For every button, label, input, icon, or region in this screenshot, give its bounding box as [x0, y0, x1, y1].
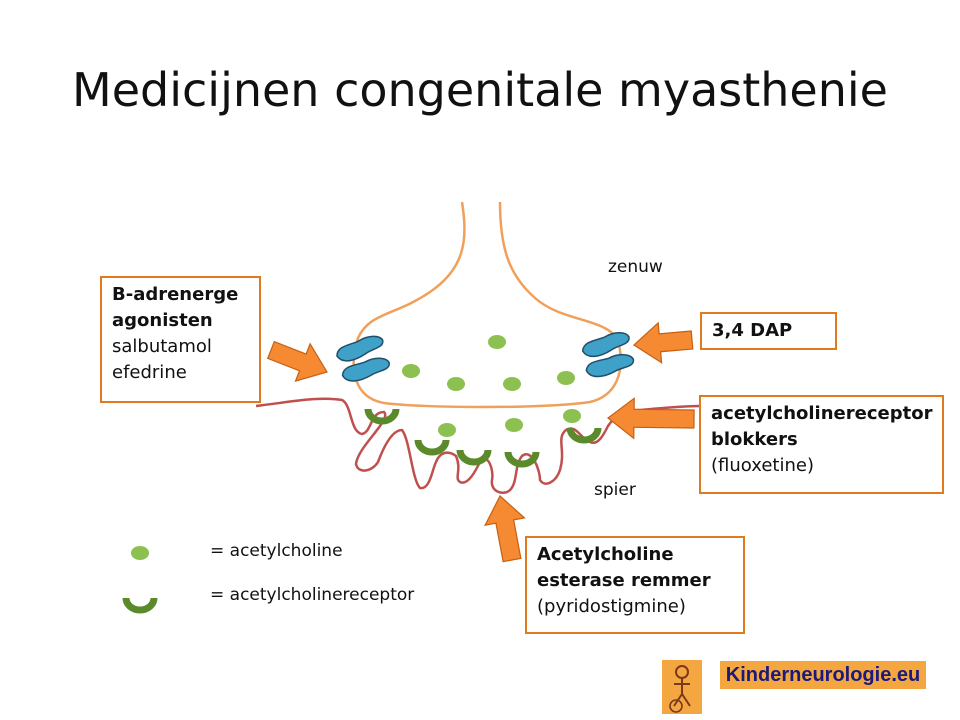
arrow-receptor-blockers — [607, 397, 695, 440]
box-beta-title-1: B-adrenerge — [112, 284, 239, 305]
legend-acetylcholine-dot — [131, 546, 149, 560]
box-beta-drug-2: efedrine — [112, 362, 187, 383]
arrow-esterase-inhibitor — [484, 495, 526, 563]
muscle-label: spier — [594, 480, 636, 500]
arrow-dap — [633, 321, 694, 364]
page-title: Medicijnen congenitale myasthenie — [72, 63, 888, 117]
box-esterase-title-1: Acetylcholine — [537, 544, 674, 565]
ion-channel-4 — [585, 353, 635, 378]
box-blockers-drug: (fluoxetine) — [711, 455, 814, 476]
ion-channel-1 — [336, 335, 384, 362]
receptor-2 — [414, 439, 450, 456]
logo-text: Kinderneurologie.eu — [720, 661, 926, 689]
nerve-terminal — [352, 201, 622, 409]
legend-receptor-label: = acetylcholinereceptor — [210, 585, 415, 605]
acetylcholine-dot-5 — [557, 371, 575, 385]
box-blockers-title-2: blokkers — [711, 429, 798, 450]
box-blockers-title-1: acetylcholinereceptor — [711, 403, 933, 424]
ion-channel-2 — [341, 357, 390, 382]
box-beta-title-2: agonisten — [112, 310, 213, 331]
acetylcholine-dot-1 — [488, 335, 506, 349]
box-dap: 3,4 DAP — [700, 312, 837, 350]
box-esterase-inhibitor: Acetylcholine esterase remmer (pyridosti… — [525, 536, 745, 634]
receptor-5 — [566, 427, 602, 444]
box-beta-agonists: B-adrenerge agonisten salbutamol efedrin… — [100, 276, 261, 403]
acetylcholine-dot-4 — [503, 377, 521, 391]
acetylcholine-dot-8 — [563, 409, 581, 423]
logo-figure-icon — [662, 660, 702, 714]
receptor-1 — [364, 408, 400, 425]
box-beta-drug-1: salbutamol — [112, 336, 212, 357]
box-esterase-drug: (pyridostigmine) — [537, 596, 686, 617]
acetylcholine-dot-3 — [447, 377, 465, 391]
legend-receptor-icon — [122, 597, 158, 614]
arrow-beta-agonists — [266, 340, 328, 383]
acetylcholine-dot-2 — [402, 364, 420, 378]
nerve-label: zenuw — [608, 257, 663, 277]
legend-acetylcholine-label: = acetylcholine — [210, 541, 343, 561]
box-esterase-title-2: esterase remmer — [537, 570, 711, 591]
box-receptor-blockers: acetylcholinereceptor blokkers (fluoxeti… — [699, 395, 944, 494]
box-dap-title: 3,4 DAP — [712, 320, 793, 341]
acetylcholine-dot-6 — [438, 423, 456, 437]
receptor-3 — [456, 449, 492, 466]
ion-channel-3 — [581, 332, 630, 358]
receptor-4 — [504, 451, 540, 468]
acetylcholine-dot-7 — [505, 418, 523, 432]
